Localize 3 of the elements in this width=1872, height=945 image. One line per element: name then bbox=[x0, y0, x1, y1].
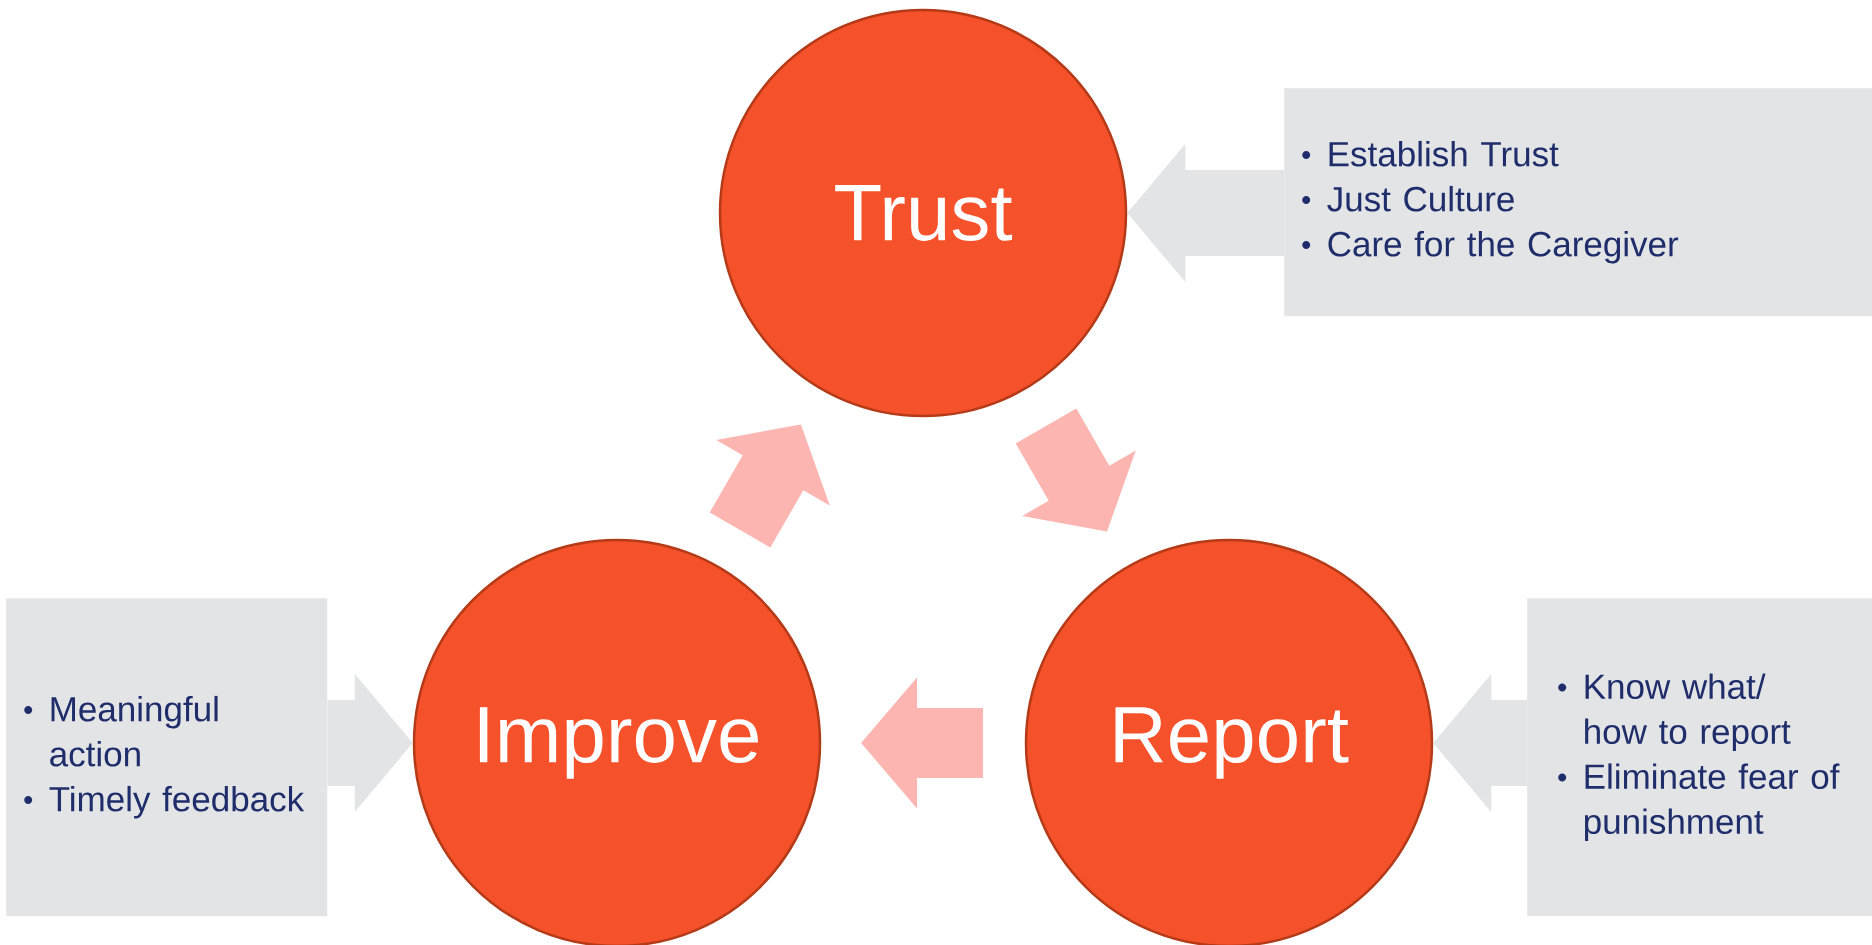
callout-box: Establish Trust Just Culture Care for the Caregiver bbox=[1284, 88, 1872, 317]
callout-box: Know what/ how to report Eliminate fear of punishment bbox=[1527, 598, 1872, 917]
callout-box: Meaningful action Timely feedback bbox=[6, 598, 328, 917]
